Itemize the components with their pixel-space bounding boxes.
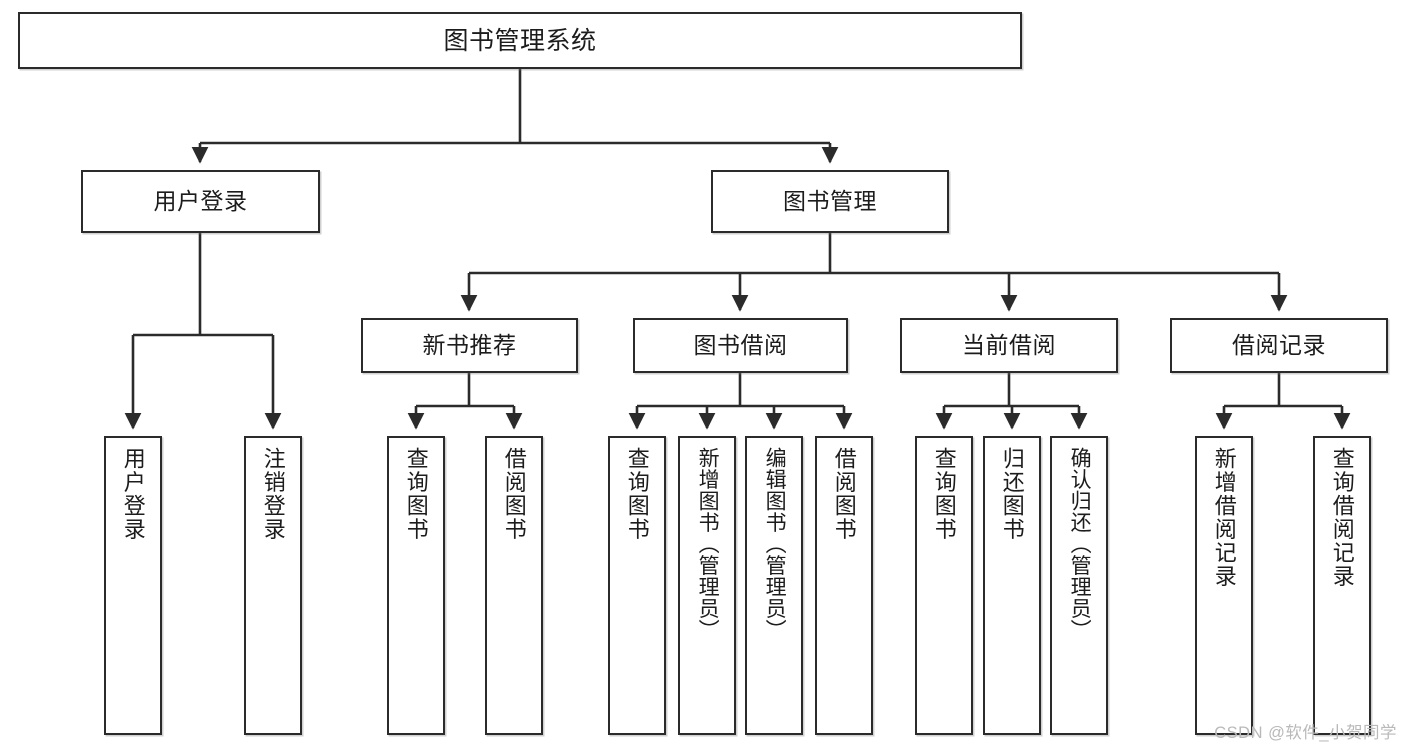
node-leaf-confirm-return[interactable]: 确认归还（管理员） — [1050, 436, 1108, 735]
node-user-login[interactable]: 用户登录 — [81, 170, 320, 233]
node-leaf-logout[interactable]: 注销登录 — [244, 436, 302, 735]
node-leaf-user-login-label: 用户登录 — [120, 447, 146, 541]
node-leaf-query-book-3[interactable]: 查询图书 — [915, 436, 973, 735]
watermark: CSDN @软件_小贺同学 — [1214, 724, 1397, 742]
node-current-borrow[interactable]: 当前借阅 — [900, 318, 1118, 373]
node-book-manage[interactable]: 图书管理 — [711, 170, 949, 233]
node-leaf-add-record-label: 新增借阅记录 — [1211, 447, 1237, 588]
node-borrow-record-label: 借阅记录 — [1232, 331, 1326, 358]
node-root-label: 图书管理系统 — [443, 26, 597, 55]
node-leaf-add-record[interactable]: 新增借阅记录 — [1195, 436, 1253, 735]
node-book-borrow[interactable]: 图书借阅 — [633, 318, 848, 373]
node-leaf-confirm-return-label: 确认归还（管理员） — [1068, 447, 1092, 641]
node-leaf-query-book-2-label: 查询图书 — [624, 447, 650, 541]
node-root[interactable]: 图书管理系统 — [18, 12, 1022, 69]
node-leaf-query-book-1-label: 查询图书 — [403, 447, 429, 541]
node-user-login-label: 用户登录 — [153, 187, 248, 214]
node-leaf-query-book-3-label: 查询图书 — [931, 447, 957, 541]
node-leaf-borrow-book-1[interactable]: 借阅图书 — [485, 436, 543, 735]
node-book-manage-label: 图书管理 — [783, 187, 877, 214]
node-book-borrow-label: 图书借阅 — [693, 331, 788, 358]
node-leaf-edit-book[interactable]: 编辑图书（管理员） — [745, 436, 803, 735]
node-leaf-query-record[interactable]: 查询借阅记录 — [1313, 436, 1371, 735]
node-leaf-edit-book-label: 编辑图书（管理员） — [763, 447, 787, 641]
node-leaf-borrow-book-2-label: 借阅图书 — [831, 447, 857, 541]
node-leaf-add-book[interactable]: 新增图书（管理员） — [678, 436, 736, 735]
node-leaf-query-book-1[interactable]: 查询图书 — [387, 436, 445, 735]
node-leaf-user-login[interactable]: 用户登录 — [104, 436, 162, 735]
node-leaf-return-book-label: 归还图书 — [999, 447, 1025, 541]
node-leaf-add-book-label: 新增图书（管理员） — [696, 447, 720, 641]
node-borrow-record[interactable]: 借阅记录 — [1170, 318, 1388, 373]
node-leaf-borrow-book-2[interactable]: 借阅图书 — [815, 436, 873, 735]
node-leaf-logout-label: 注销登录 — [260, 447, 286, 541]
node-leaf-query-record-label: 查询借阅记录 — [1329, 447, 1355, 588]
node-leaf-return-book[interactable]: 归还图书 — [983, 436, 1041, 735]
node-leaf-query-book-2[interactable]: 查询图书 — [608, 436, 666, 735]
node-leaf-borrow-book-1-label: 借阅图书 — [501, 447, 527, 541]
node-new-book-recommend[interactable]: 新书推荐 — [361, 318, 578, 373]
node-current-borrow-label: 当前借阅 — [962, 331, 1056, 358]
node-new-book-recommend-label: 新书推荐 — [422, 331, 517, 358]
